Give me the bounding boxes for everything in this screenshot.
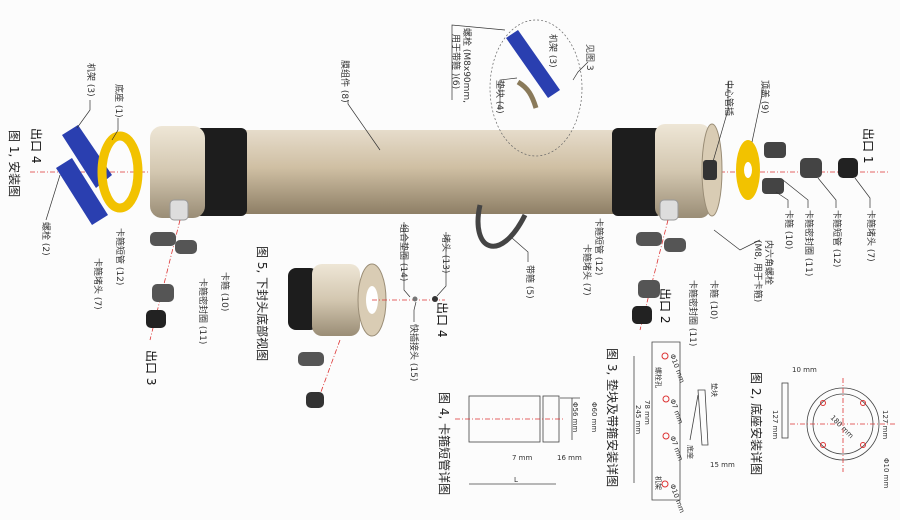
dim-180mm: 180 mm [829,414,855,440]
frame-label-top: 机架 (3) [547,34,559,68]
figure2-title: 图 2, 底座安装详图 [749,372,764,475]
figure2-drawing [781,378,895,472]
outlet1-label: 出口 1 [861,128,875,163]
top-frame [506,30,560,98]
seal-label-mid: 卡箍密封圈 (11) [687,280,699,346]
figure5-title: 图 5, 下封头底部视图 [255,246,270,361]
bolt-label: 螺栓 (2) [40,222,52,256]
clamp-label-mid: 卡箍 (10) [708,280,720,319]
top-cap-label: 顶盖 (9) [759,80,771,114]
figure4-title: 图 4, 卡箍短管详图 [437,392,452,495]
right-parts [736,140,858,200]
hex-bolt-label-2: (M8, 用于卡箍) [752,240,764,302]
figure5-labels: 图 5, 下封头底部视图 组合垫圈 (14) 堵头 (13) 出口 4 快插接头… [255,224,452,381]
dim-L: L [514,476,518,484]
pad-label: 垫块 (4) [494,80,506,114]
dim-phi7-a: Φ7 mm [668,398,684,425]
left-lower-parts [146,232,197,328]
dim-phi10-top: Φ10 mm [668,353,686,384]
center-tube-label: 中心管插 [723,80,735,116]
short-pipe-label-mid: 卡箍短管 (12) [593,218,605,275]
pad-detail-label: 垫块 [710,383,719,397]
dim-phi60: Φ60 mm [590,402,598,432]
bolt-hole-label: 螺栓孔 [654,367,663,388]
pad-block [516,79,539,109]
dim-10mm: 10 mm [792,366,817,374]
band-bolt-label-1: 螺栓 (M8x90mm, [461,28,473,103]
figure3-labels: 图 3, 垫块及带箍安装详图 78 mm 245 mm Φ10 mm Φ7 mm… [605,348,735,514]
seal-label-left: 卡箍密封圈 (11) [197,278,209,344]
mid-lower-parts [632,232,686,324]
dim-15mm: 15 mm [710,461,735,469]
short-pipe-label-right: 卡箍短管 (12) [831,210,843,267]
dim-7mm: 7 mm [512,454,532,462]
clamp-label-left: 卡箍 (10) [219,272,231,311]
plug-label-mid: 卡箍堵头 (7) [581,244,593,296]
dim-16mm: 16 mm [557,454,582,462]
leader-lines [45,24,871,322]
band-label: 带箍 (5) [524,265,536,299]
figure4-labels: 图 4, 卡箍短管详图 7 mm 16 mm L Φ56 mm Φ60 mm [437,392,598,495]
dim-phi7-b: Φ7 mm [668,435,684,462]
outlet4-fig5-label: 出口 4 [435,302,449,337]
quick-connector-label: 快插接头 (15) [408,324,420,381]
dim-78mm: 78 mm [643,400,651,425]
short-pipe-label-left: 卡箍短管 (12) [114,228,126,285]
base-ring [97,131,143,213]
figure5-bottom-view [288,263,445,408]
band-bolt-label-2: 用于带箍 )(6) [450,34,462,89]
figure4-drawing [455,395,580,485]
base-detail-label: 底座 [686,445,695,459]
dim-245mm: 245 mm [634,405,642,434]
dim-phi56: Φ56 mm [571,402,579,432]
detail-circle [489,19,583,157]
figure3-drawing [633,341,709,501]
membrane-module [150,123,723,221]
base-label: 底座 (1) [113,84,125,118]
outlet3-label: 出口 3 [144,350,158,385]
frame-detail-label: 机架 [654,476,663,490]
plug-label-left: 卡箍堵头 (7) [92,258,104,310]
frame-label-left: 机架 (3) [85,63,97,97]
figure3-title: 图 3, 垫块及带箍安装详图 [605,348,620,487]
see-fig3-label: 见图 3 [584,44,595,71]
dim-phi10: Φ10 mm [882,458,890,488]
figure2-labels: 图 2, 底座安装详图 10 mm 127 mm 127 mm 180 mm Φ… [749,366,890,488]
membrane-label: 膜组件 (8) [339,60,351,103]
figure1-title: 图 1, 安装图 [7,130,22,197]
outlet4-label: 出口 4 [29,128,43,163]
clamp-label-right: 卡箍 (10) [783,210,795,249]
plug13-label: 堵头 (13) [440,234,452,273]
washer-label: 组合垫圈 (14) [398,224,410,281]
dim-phi10-bottom: Φ10 mm [668,483,686,514]
seal-label-right: 卡箍密封圈 (11) [803,210,815,276]
outlet2-label: 出口 2 [658,288,672,323]
left-frame [56,125,143,225]
dim-127mm-left: 127 mm [771,410,779,439]
figure1-labels: 图 1, 安装图 出口 4 机架 (3) 底座 (1) 螺栓 (2) 卡箍短管 … [7,28,877,385]
band-clamp [475,204,528,249]
center-tube-plug [703,160,717,180]
dim-127mm-right: 127 mm [881,410,889,439]
hex-bolt-label-1: 内六角螺栓 [763,240,775,285]
plug-label-right: 卡箍堵头 (7) [865,210,877,262]
